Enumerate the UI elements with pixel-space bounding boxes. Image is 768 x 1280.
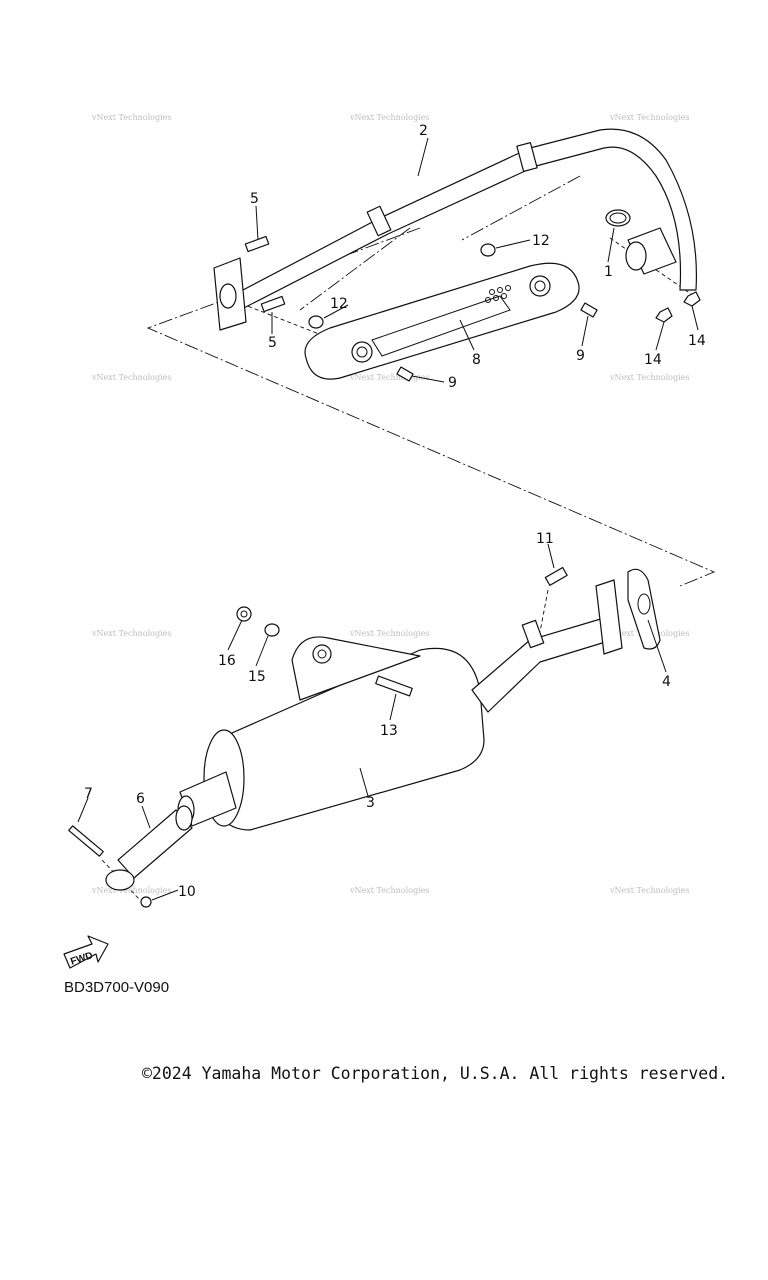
watermark: vNext Technologies (349, 113, 429, 122)
callout-4: 4 (662, 674, 671, 690)
callout-12: 12 (330, 296, 348, 312)
watermark: vNext Technologies (609, 373, 689, 382)
watermark: vNext Technologies (349, 886, 429, 895)
nut (655, 307, 673, 323)
callout-9: 9 (448, 375, 457, 391)
callout-9: 9 (576, 348, 585, 364)
washer (480, 243, 496, 257)
callouts: 1 2 3 4 5 5 6 7 8 9 9 10 11 12 12 13 14 … (84, 123, 706, 900)
callout-14: 14 (644, 352, 662, 368)
callout-3: 3 (366, 795, 375, 811)
copyright: ©2024 Yamaha Motor Corporation, U.S.A. A… (142, 1064, 728, 1083)
leader-lines (77, 137, 699, 901)
callout-1: 1 (604, 264, 613, 280)
callout-5: 5 (268, 335, 277, 351)
callout-16: 16 (218, 653, 236, 669)
callout-14: 14 (688, 333, 706, 349)
watermark: vNext Technologies (349, 629, 429, 638)
bolt (580, 302, 598, 318)
callout-13: 13 (380, 723, 398, 739)
long-bolt (68, 825, 104, 857)
tail-pipe (105, 805, 193, 891)
fwd-arrow-icon: FWD (63, 935, 109, 969)
watermark: vNext Technologies (91, 113, 171, 122)
callout-11: 11 (536, 531, 554, 547)
callout-2: 2 (419, 123, 428, 139)
gasket (605, 209, 631, 227)
washer (308, 315, 324, 329)
bolt (244, 235, 270, 253)
bolt (260, 295, 286, 313)
callout-15: 15 (248, 669, 266, 685)
exhaust-header-pipe (213, 128, 698, 331)
callout-5: 5 (250, 191, 259, 207)
nut (236, 606, 252, 622)
callout-10: 10 (178, 884, 196, 900)
diagram-code: BD3D700-V090 (64, 979, 169, 996)
callout-6: 6 (136, 791, 145, 807)
watermark: vNext Technologies (91, 629, 171, 638)
watermark: vNext Technologies (609, 113, 689, 122)
bolt (396, 366, 414, 382)
washer (264, 623, 280, 637)
watermark: vNext Technologies (91, 373, 171, 382)
watermark: vNext Technologies (349, 373, 429, 382)
bolt (375, 675, 413, 697)
muffler (177, 579, 623, 831)
callout-7: 7 (84, 786, 93, 802)
watermark: vNext Technologies (609, 886, 689, 895)
nut (140, 896, 152, 908)
callout-12: 12 (532, 233, 550, 249)
heat-protector (304, 262, 580, 380)
exhaust-gasket (627, 568, 661, 650)
callout-8: 8 (472, 352, 481, 368)
nut (683, 291, 701, 307)
bolt (544, 566, 568, 586)
